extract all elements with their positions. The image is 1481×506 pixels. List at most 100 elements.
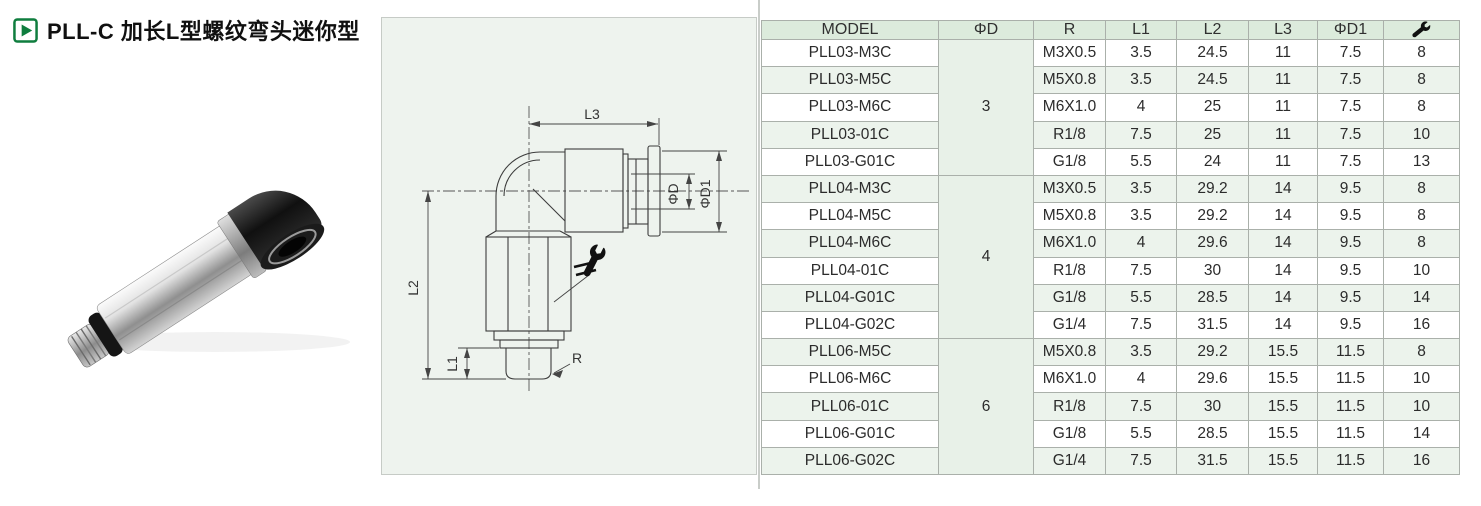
l2-cell: 29.2 (1176, 338, 1249, 367)
l1-cell: 7.5 (1105, 120, 1177, 149)
r-cell: R1/8 (1033, 392, 1106, 421)
phi-d-group-cell: 4 (938, 174, 1034, 340)
phi-d-group-cell: 6 (938, 338, 1034, 475)
l1-cell: 5.5 (1105, 419, 1177, 448)
l3-cell: 15.5 (1248, 392, 1318, 421)
phi-d1-cell: 9.5 (1317, 174, 1384, 204)
model-cell: PLL03-M3C (761, 38, 939, 68)
wrench-size-cell: 8 (1383, 174, 1460, 204)
wrench-size-cell: 10 (1383, 256, 1460, 285)
l2-cell: 25 (1176, 93, 1249, 122)
play-icon (13, 17, 38, 43)
model-cell: PLL04-G02C (761, 310, 939, 340)
l1-cell: 3.5 (1105, 38, 1177, 68)
model-cell: PLL04-M5C (761, 202, 939, 231)
l3-cell: 15.5 (1248, 419, 1318, 448)
column-header-phi_d: ΦD (938, 20, 1034, 40)
dimension-lines (422, 118, 727, 380)
l2-cell: 29.6 (1176, 229, 1249, 258)
l2-cell: 30 (1176, 392, 1249, 421)
r-cell: M3X0.5 (1033, 38, 1106, 68)
model-cell: PLL03-01C (761, 120, 939, 149)
model-cell: PLL06-M5C (761, 338, 939, 367)
l3-cell: 15.5 (1248, 365, 1318, 394)
wrench-size-cell: 8 (1383, 93, 1460, 122)
l3-cell: 11 (1248, 120, 1318, 149)
l3-cell: 11 (1248, 38, 1318, 68)
phi-d1-cell: 11.5 (1317, 365, 1384, 394)
l1-cell: 3.5 (1105, 202, 1177, 231)
l3-cell: 11 (1248, 147, 1318, 176)
wrench-size-cell: 8 (1383, 202, 1460, 231)
column-header-wrench (1383, 20, 1460, 40)
model-cell: PLL04-G01C (761, 283, 939, 312)
phi-d1-cell: 9.5 (1317, 310, 1384, 340)
wrench-size-cell: 8 (1383, 66, 1460, 95)
l2-cell: 31.5 (1176, 310, 1249, 340)
wrench-icon (573, 242, 612, 278)
dim-label-l3: L3 (584, 106, 600, 122)
l3-cell: 11 (1248, 93, 1318, 122)
wrench-size-cell: 14 (1383, 419, 1460, 448)
dim-label-l1: L1 (444, 356, 460, 372)
model-cell: PLL04-M6C (761, 229, 939, 258)
l2-cell: 29.2 (1176, 202, 1249, 231)
dim-label-r: R (572, 350, 582, 366)
page-header: PLL-C 加长L型螺纹弯头迷你型 (13, 14, 360, 46)
l1-cell: 4 (1105, 93, 1177, 122)
wrench-size-cell: 10 (1383, 392, 1460, 421)
l3-cell: 14 (1248, 174, 1318, 204)
column-header-l1: L1 (1105, 20, 1177, 40)
dimension-arrows (425, 121, 722, 379)
phi-d1-cell: 11.5 (1317, 338, 1384, 367)
l2-cell: 31.5 (1176, 446, 1249, 476)
wrench-size-cell: 10 (1383, 120, 1460, 149)
wrench-size-cell: 8 (1383, 38, 1460, 68)
l3-cell: 11 (1248, 66, 1318, 95)
l3-cell: 14 (1248, 256, 1318, 285)
phi-d1-cell: 11.5 (1317, 446, 1384, 476)
phi-d1-cell: 11.5 (1317, 392, 1384, 421)
r-cell: G1/8 (1033, 147, 1106, 176)
l2-cell: 29.2 (1176, 174, 1249, 204)
l1-cell: 3.5 (1105, 338, 1177, 367)
product-photo (67, 190, 350, 368)
wrench-size-cell: 8 (1383, 229, 1460, 258)
l2-cell: 30 (1176, 256, 1249, 285)
l1-cell: 4 (1105, 229, 1177, 258)
wrench-icon (1412, 21, 1431, 39)
column-header-l3: L3 (1248, 20, 1318, 40)
l2-cell: 24.5 (1176, 38, 1249, 68)
l2-cell: 28.5 (1176, 419, 1249, 448)
r-cell: M3X0.5 (1033, 174, 1106, 204)
l3-cell: 14 (1248, 310, 1318, 340)
phi-d1-cell: 7.5 (1317, 147, 1384, 176)
technical-drawing: L3 L2 L1 ΦD ΦD1 R (405, 106, 750, 394)
l3-cell: 14 (1248, 229, 1318, 258)
dim-label-phi-d: ΦD (665, 183, 681, 204)
l2-cell: 29.6 (1176, 365, 1249, 394)
r-cell: R1/8 (1033, 120, 1106, 149)
phi-d1-cell: 9.5 (1317, 229, 1384, 258)
l1-cell: 3.5 (1105, 174, 1177, 204)
wrench-size-cell: 10 (1383, 365, 1460, 394)
phi-d1-cell: 7.5 (1317, 93, 1384, 122)
l1-cell: 7.5 (1105, 446, 1177, 476)
r-cell: M5X0.8 (1033, 202, 1106, 231)
fitting-outline (485, 145, 661, 380)
